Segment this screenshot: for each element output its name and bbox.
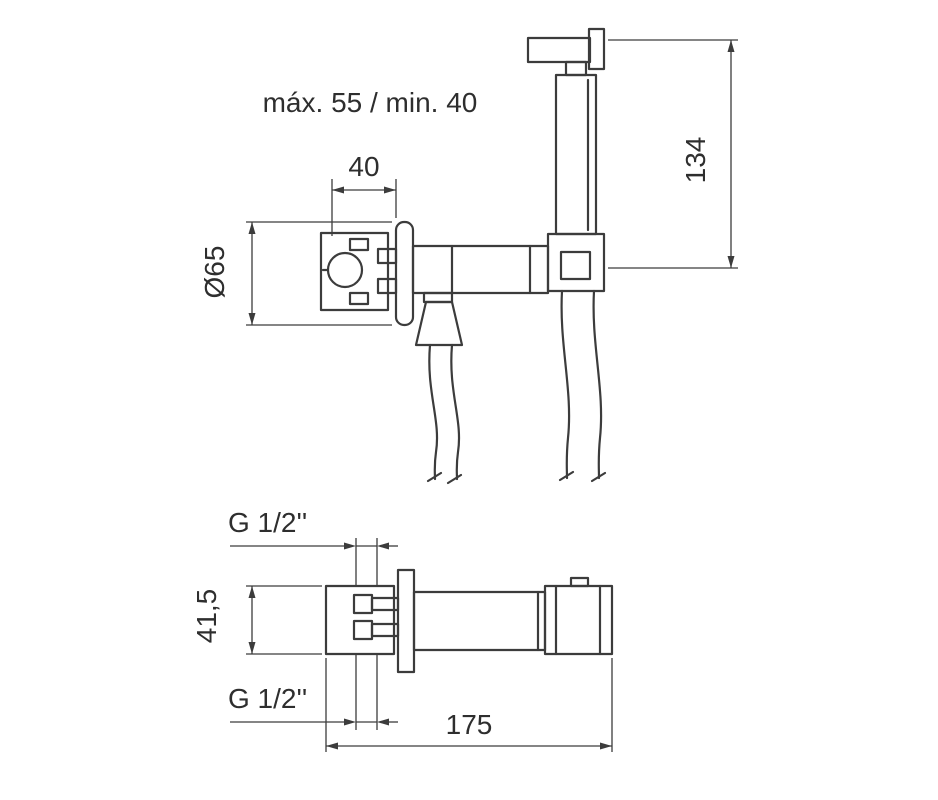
plan-port-bottom xyxy=(352,619,374,641)
hose-left-break-tick-1 xyxy=(426,471,443,483)
gtop-arrow-left xyxy=(344,542,356,550)
plan-dimensions xyxy=(230,538,613,752)
plan-holder-bump xyxy=(569,576,590,588)
dim175-arrow-left xyxy=(326,742,338,750)
gbottom-arrow-right xyxy=(377,718,389,726)
plan-valve-box xyxy=(324,584,396,656)
hose-right-break-tick-2 xyxy=(590,471,607,483)
dim-label-41-5: 41,5 xyxy=(191,589,222,644)
valve-box-outline xyxy=(319,231,390,312)
plan-flange xyxy=(396,568,416,674)
hose-left-break-tick-2 xyxy=(446,473,463,485)
hose-left-line-a xyxy=(428,343,439,481)
dim175-arrow-right xyxy=(600,742,612,750)
gbottom-arrow-left xyxy=(344,718,356,726)
spray-head-endcap xyxy=(587,27,606,71)
dimension-labels: máx. 55 / min. 40 40 Ø65 134 G 1/2'' 41,… xyxy=(191,87,711,740)
dim40-arrow-left xyxy=(332,186,344,194)
hose-collar xyxy=(422,291,454,304)
thread-label-top: G 1/2'' xyxy=(228,507,307,538)
dia65-arrow-top xyxy=(248,222,256,234)
gtop-arrow-right xyxy=(377,542,389,550)
holder-inset xyxy=(559,250,592,281)
valve-box-notch-top xyxy=(348,237,370,252)
dim-label-dia65: Ø65 xyxy=(199,246,230,299)
dim134-arrow-top xyxy=(727,40,735,52)
dim40-arrow-right xyxy=(384,186,396,194)
front-view xyxy=(319,27,607,485)
valve-box-notch-bottom xyxy=(348,291,370,306)
plan-view xyxy=(324,568,614,674)
dim-label-175: 175 xyxy=(446,709,493,740)
dim415-arrow-bottom xyxy=(248,642,256,654)
wall-flange xyxy=(394,220,415,327)
hose-right-line-b xyxy=(592,289,603,480)
dia65-arrow-bottom xyxy=(248,313,256,325)
hose-right-line-a xyxy=(560,289,571,480)
dim415-arrow-top xyxy=(248,586,256,598)
dim-label-40: 40 xyxy=(348,151,379,182)
label-depth-range: máx. 55 / min. 40 xyxy=(263,87,478,118)
hose-left-line-b xyxy=(450,343,461,481)
dim-label-134: 134 xyxy=(680,137,711,184)
body-tube xyxy=(411,244,550,295)
thread-label-bottom: G 1/2'' xyxy=(228,683,307,714)
front-dimensions xyxy=(246,39,738,326)
spray-head-bracket xyxy=(526,36,592,64)
spray-handle xyxy=(554,73,598,236)
plan-body-tube xyxy=(412,590,547,652)
holder-cup xyxy=(546,232,606,293)
hose-cone xyxy=(414,300,464,347)
spray-head-stub xyxy=(564,60,588,77)
hose-right-break-tick-1 xyxy=(558,470,575,482)
plan-port-top xyxy=(352,593,374,615)
valve-cartridge-circle xyxy=(326,251,364,289)
dim134-arrow-bottom xyxy=(727,256,735,268)
